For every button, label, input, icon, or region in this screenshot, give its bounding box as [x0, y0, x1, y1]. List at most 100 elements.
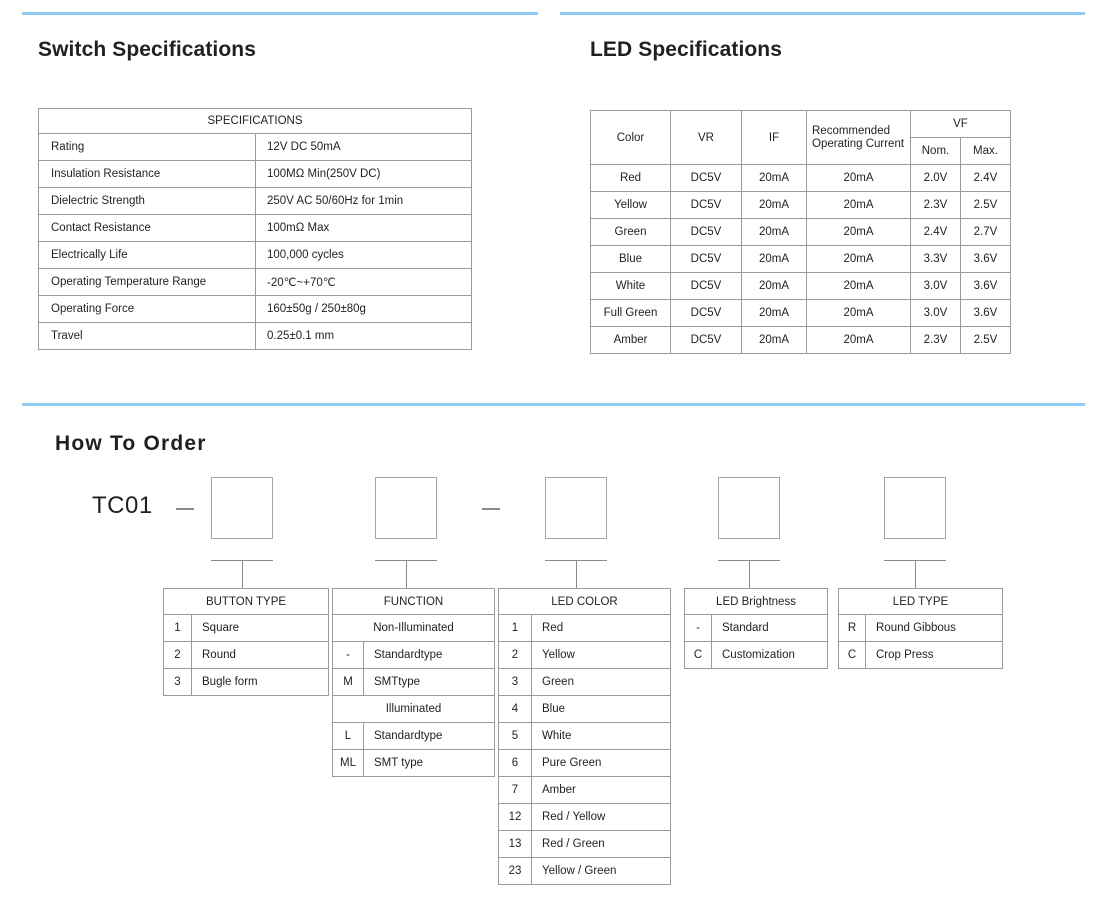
function-value: SMTtype [363, 668, 495, 696]
connector-vertical-led-type [915, 560, 916, 588]
led-header-vf-nom: Nom. [910, 137, 961, 165]
table-row: C Crop Press [838, 641, 1003, 669]
table-row: Full Green DC5V 20mA 20mA 3.0V 3.6V [590, 299, 1011, 327]
table-row: Travel 0.25±0.1 mm [38, 322, 472, 350]
led-color-header: LED COLOR [498, 588, 671, 615]
led-color-value: Amber [531, 776, 671, 804]
order-code-box-led-color[interactable] [545, 477, 607, 539]
function-key: - [332, 641, 364, 669]
function-group-non-illuminated: Non-Illuminated [332, 614, 495, 642]
spec-key-operating-temperature-range: Operating Temperature Range [38, 268, 256, 296]
table-header-row: FUNCTION [332, 588, 495, 615]
led-cell-color: Full Green [590, 299, 671, 327]
led-specifications-table: Color VR IF Recommended Operating Curren… [590, 110, 1011, 354]
led-cell-roc: 20mA [806, 191, 911, 219]
led-color-value: Blue [531, 695, 671, 723]
spec-value-rating: 12V DC 50mA [255, 133, 472, 161]
led-cell-roc: 20mA [806, 326, 911, 354]
switch-specifications-table: SPECIFICATIONS Rating 12V DC 50mA Insula… [38, 108, 472, 350]
led-cell-max: 3.6V [960, 245, 1011, 273]
led-cell-nom: 3.3V [910, 245, 961, 273]
function-key: L [332, 722, 364, 750]
table-row: Green DC5V 20mA 20mA 2.4V 2.7V [590, 218, 1011, 246]
led-color-value: Yellow [531, 641, 671, 669]
led-cell-color: Yellow [590, 191, 671, 219]
led-color-value: White [531, 722, 671, 750]
led-cell-max: 2.7V [960, 218, 1011, 246]
table-row: 3 Bugle form [163, 668, 329, 696]
led-color-value: Red / Green [531, 830, 671, 858]
table-row: Operating Temperature Range -20℃~+70℃ [38, 268, 472, 296]
led-cell-vr: DC5V [670, 245, 742, 273]
led-cell-roc: 20mA [806, 164, 911, 192]
accent-divider-order [22, 403, 1085, 406]
function-key: ML [332, 749, 364, 777]
led-color-key: 1 [498, 614, 532, 642]
table-row: White DC5V 20mA 20mA 3.0V 3.6V [590, 272, 1011, 300]
led-brightness-key: C [684, 641, 712, 669]
led-color-value: Green [531, 668, 671, 696]
order-code-box-led-brightness[interactable] [718, 477, 780, 539]
order-code-box-button-type[interactable] [211, 477, 273, 539]
table-row: Dielectric Strength 250V AC 50/60Hz for … [38, 187, 472, 215]
function-header: FUNCTION [332, 588, 495, 615]
led-color-key: 6 [498, 749, 532, 777]
led-cell-nom: 2.3V [910, 191, 961, 219]
table-row: Amber DC5V 20mA 20mA 2.3V 2.5V [590, 326, 1011, 354]
table-row: - Standard [684, 614, 828, 642]
table-header-subrow: Nom. Max. [591, 137, 1011, 165]
led-cell-if: 20mA [741, 326, 807, 354]
led-cell-max: 2.4V [960, 164, 1011, 192]
spec-value-operating-temperature-range: -20℃~+70℃ [255, 268, 472, 296]
table-row: 7 Amber [498, 776, 671, 804]
table-row: M SMTtype [332, 668, 495, 696]
order-code-prefix: TC01 [92, 492, 153, 519]
led-cell-nom: 2.0V [910, 164, 961, 192]
led-color-key: 2 [498, 641, 532, 669]
order-code-separator-2 [482, 508, 500, 510]
spec-value-travel: 0.25±0.1 mm [255, 322, 472, 350]
led-cell-if: 20mA [741, 191, 807, 219]
spec-key-dielectric-strength: Dielectric Strength [38, 187, 256, 215]
led-color-key: 4 [498, 695, 532, 723]
led-type-header: LED TYPE [838, 588, 1003, 615]
table-row: ML SMT type [332, 749, 495, 777]
button-type-value: Square [191, 614, 329, 642]
spec-key-travel: Travel [38, 322, 256, 350]
table-group-row: Non-Illuminated [332, 614, 495, 642]
button-type-value: Bugle form [191, 668, 329, 696]
order-code-box-led-type[interactable] [884, 477, 946, 539]
led-type-key: R [838, 614, 866, 642]
led-cell-color: Green [590, 218, 671, 246]
led-cell-nom: 3.0V [910, 299, 961, 327]
table-row: 12 Red / Yellow [498, 803, 671, 831]
led-cell-max: 3.6V [960, 272, 1011, 300]
function-table: FUNCTION Non-Illuminated - Standardtype … [332, 588, 495, 777]
spec-value-electrically-life: 100,000 cycles [255, 241, 472, 269]
spec-key-operating-force: Operating Force [38, 295, 256, 323]
led-cell-roc: 20mA [806, 299, 911, 327]
function-key: M [332, 668, 364, 696]
button-type-key: 1 [163, 614, 192, 642]
button-type-key: 2 [163, 641, 192, 669]
connector-vertical-button-type [242, 560, 243, 588]
led-cell-vr: DC5V [670, 299, 742, 327]
led-cell-color: Blue [590, 245, 671, 273]
button-type-value: Round [191, 641, 329, 669]
led-cell-vr: DC5V [670, 326, 742, 354]
led-header-vf: VF [910, 110, 1011, 138]
led-cell-if: 20mA [741, 299, 807, 327]
led-cell-color: Amber [590, 326, 671, 354]
led-cell-color: White [590, 272, 671, 300]
table-row: 4 Blue [498, 695, 671, 723]
led-cell-max: 3.6V [960, 299, 1011, 327]
switch-specifications-title: Switch Specifications [38, 38, 256, 61]
led-brightness-value: Customization [711, 641, 828, 669]
table-row: C Customization [684, 641, 828, 669]
table-header-row: LED Brightness [684, 588, 828, 615]
order-code-box-function[interactable] [375, 477, 437, 539]
spec-value-dielectric-strength: 250V AC 50/60Hz for 1min [255, 187, 472, 215]
led-cell-vr: DC5V [670, 164, 742, 192]
table-header-row: BUTTON TYPE [163, 588, 329, 615]
order-code-separator-1 [176, 508, 194, 510]
